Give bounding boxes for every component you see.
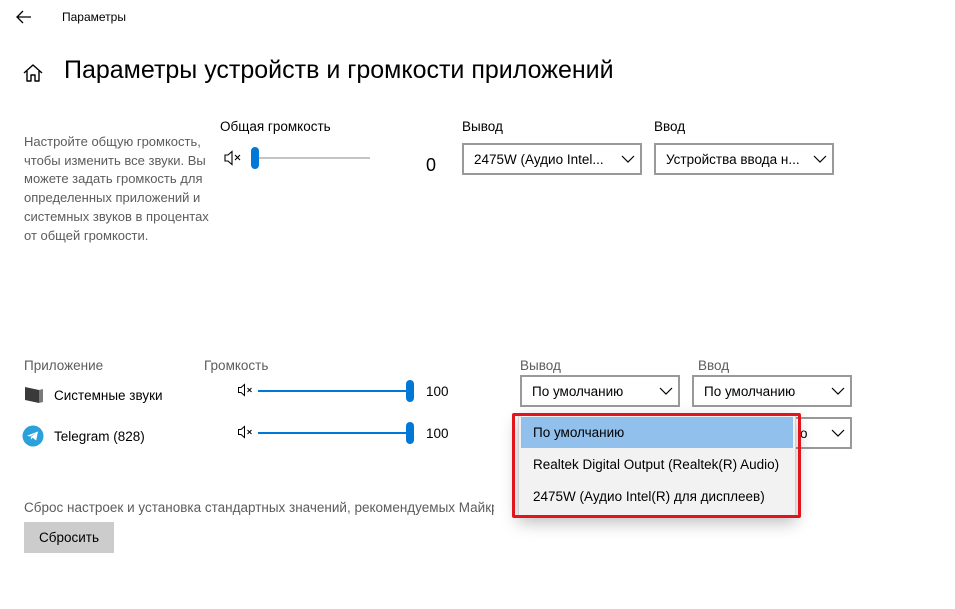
system-sounds-output-dropdown[interactable]: По умолчанию: [520, 375, 680, 407]
system-sounds-volume-slider[interactable]: [258, 380, 414, 402]
system-sounds-icon: [24, 386, 44, 404]
telegram-volume-value: 100: [426, 426, 449, 441]
telegram-volume-thumb[interactable]: [406, 422, 414, 444]
chevron-down-icon: [826, 419, 850, 447]
dropdown-option-default[interactable]: По умолчанию: [521, 417, 793, 448]
dropdown-option-realtek[interactable]: Realtek Digital Output (Realtek(R) Audio…: [533, 457, 780, 472]
page-title: Параметры устройств и громкости приложен…: [64, 56, 614, 84]
telegram-input-value: о: [800, 425, 808, 441]
master-output-value: 2475W (Аудио Intel...: [474, 151, 604, 167]
master-output-dropdown[interactable]: 2475W (Аудио Intel...: [462, 143, 642, 175]
volume-column-header: Громкость: [204, 358, 269, 373]
input-column-header: Ввод: [698, 358, 730, 373]
home-icon[interactable]: [22, 62, 46, 86]
window-title: Параметры: [62, 10, 126, 24]
speaker-muted-icon[interactable]: [236, 382, 256, 398]
master-volume-label: Общая громкость: [220, 119, 331, 134]
page-description: Настройте общую громкость, чтобы изменит…: [24, 134, 209, 243]
master-volume-slider[interactable]: [251, 147, 370, 169]
master-input-label: Ввод: [654, 119, 686, 134]
master-volume-value: 0: [426, 155, 437, 175]
master-volume-thumb[interactable]: [251, 147, 259, 169]
speaker-muted-icon[interactable]: [236, 424, 256, 440]
system-sounds-volume-thumb[interactable]: [406, 380, 414, 402]
chevron-down-icon: [654, 377, 678, 405]
system-sounds-input-value: По умолчанию: [704, 383, 796, 399]
master-input-dropdown[interactable]: Устройства ввода н...: [654, 143, 834, 175]
speaker-muted-icon[interactable]: [222, 148, 244, 168]
master-input-value: Устройства ввода н...: [666, 151, 800, 167]
telegram-volume-slider[interactable]: [258, 422, 414, 444]
chevron-down-icon: [808, 145, 832, 173]
system-sounds-output-value: По умолчанию: [532, 383, 624, 399]
app-column-header: Приложение: [24, 358, 104, 373]
annotation-highlight-box: [512, 413, 801, 518]
telegram-volume-fill: [258, 432, 410, 434]
back-button[interactable]: [10, 5, 38, 29]
back-arrow-icon: [16, 10, 31, 24]
reset-description: Сброс настроек и установка стандартных з…: [24, 500, 494, 515]
dropdown-option-2475w[interactable]: 2475W (Аудио Intel(R) для дисплеев): [533, 489, 765, 504]
output-column-header: Вывод: [520, 358, 561, 373]
system-sounds-input-dropdown[interactable]: По умолчанию: [692, 375, 852, 407]
system-sounds-volume-value: 100: [426, 384, 449, 399]
app-name-system-sounds: Системные звуки: [54, 388, 163, 403]
app-name-telegram: Telegram (828): [54, 429, 145, 444]
chevron-down-icon: [826, 377, 850, 405]
system-sounds-volume-fill: [258, 390, 410, 392]
chevron-down-icon: [616, 145, 640, 173]
telegram-icon: [22, 425, 44, 447]
reset-button[interactable]: Сбросить: [24, 522, 114, 553]
master-output-label: Вывод: [462, 119, 503, 134]
